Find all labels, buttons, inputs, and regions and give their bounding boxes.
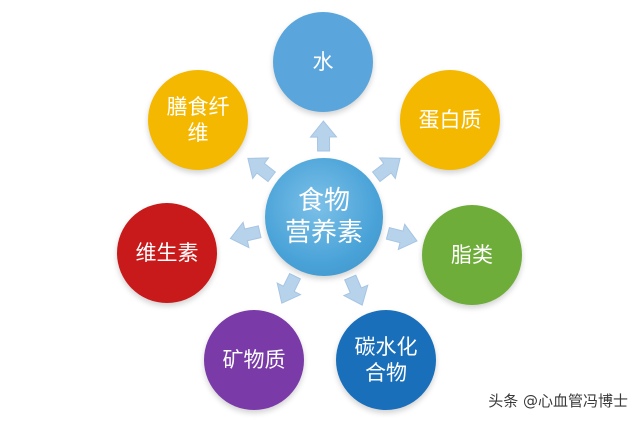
node-protein-label: 蛋白质 [418,107,482,132]
node-dietary-fiber-label-line-2: 维 [187,121,209,145]
watermark: 头条 @心血管冯博士 [488,392,628,410]
node-protein: 蛋白质 [400,70,500,170]
node-fat-label: 脂类 [451,242,493,267]
node-vitamin: 维生素 [117,203,217,303]
node-dietary-fiber-label-line-1: 膳食纤 [166,94,230,119]
arrow-to-water [309,120,338,152]
node-water: 水 [273,12,373,112]
arrow-to-carbohydrate [342,274,369,306]
node-carbohydrate-label-line-1: 碳水化 [354,334,418,359]
node-dietary-fiber: 膳食纤 维 [148,70,248,170]
arrow-to-fat [385,223,418,251]
arrow-to-protein [371,157,401,183]
node-carbohydrate: 碳水化 合物 [336,310,436,410]
center-label-line-2: 营养素 [284,218,363,248]
center-node-food-nutrients: 食物 营养素 [265,158,383,276]
node-mineral: 矿物质 [204,310,304,410]
node-mineral-label: 矿物质 [222,347,286,372]
arrow-to-vitamin [229,221,262,249]
arrow-to-mineral [276,272,302,304]
node-carbohydrate-label-line-2: 合物 [365,361,407,385]
node-fat: 脂类 [422,205,522,305]
arrow-to-dietary-fiber [247,157,277,183]
node-water-label: 水 [312,49,334,74]
center-label-line-1: 食物 [297,185,350,216]
node-vitamin-label: 维生素 [135,240,199,265]
